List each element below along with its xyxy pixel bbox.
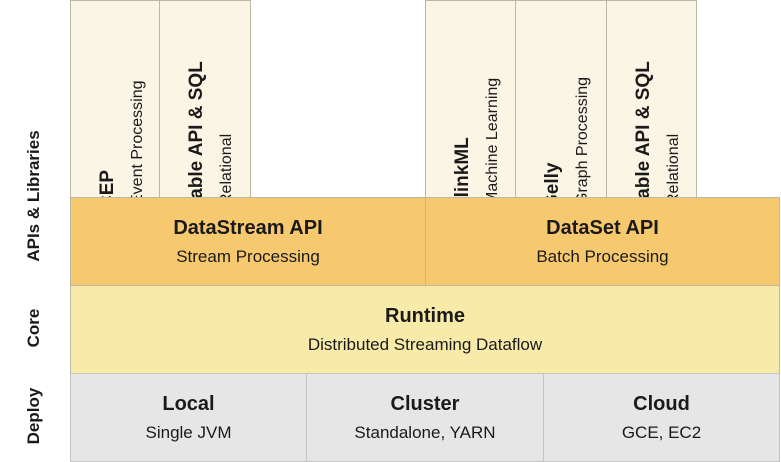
datastream-api-box: DataStream API Stream Processing	[70, 197, 426, 286]
datastream-api-subtitle: Stream Processing	[176, 246, 320, 266]
library-cep: CEP Event Processing	[70, 0, 160, 209]
library-gelly: Gelly Graph Processing	[515, 0, 607, 209]
library-title: Table API & SQL	[186, 61, 207, 209]
dataset-api-box: DataSet API Batch Processing	[425, 197, 780, 286]
datastream-api-title: DataStream API	[173, 216, 323, 239]
deploy-local-box: Local Single JVM	[70, 373, 307, 462]
library-table-api-sql-batch: Table API & SQL Relational	[606, 0, 697, 209]
dataset-api-title: DataSet API	[546, 216, 659, 239]
side-label-core: Core	[24, 308, 43, 348]
deploy-cluster-box: Cluster Standalone, YARN	[306, 373, 544, 462]
library-subtitle: Graph Processing	[574, 76, 591, 205]
side-label-apis-libraries: APIs & Libraries	[24, 130, 43, 262]
runtime-subtitle: Distributed Streaming Dataflow	[307, 334, 543, 354]
deploy-local-title: Local	[162, 392, 215, 415]
deploy-cluster-title: Cluster	[390, 392, 460, 415]
runtime-box: Runtime Distributed Streaming Dataflow	[70, 285, 780, 374]
dataset-api-subtitle: Batch Processing	[536, 246, 669, 266]
library-subtitle: Relational	[665, 133, 682, 205]
library-subtitle: Machine Learning	[484, 77, 501, 205]
deploy-cluster-subtitle: Standalone, YARN	[354, 422, 496, 442]
deploy-cloud-title: Cloud	[633, 392, 690, 415]
library-table-api-sql-stream: Table API & SQL Relational	[159, 0, 251, 209]
library-subtitle: Relational	[218, 133, 235, 205]
library-subtitle: Event Processing	[129, 80, 146, 205]
deploy-cloud-box: Cloud GCE, EC2	[543, 373, 780, 462]
deploy-local-subtitle: Single JVM	[145, 422, 232, 442]
deploy-cloud-subtitle: GCE, EC2	[621, 422, 702, 442]
side-label-deploy: Deploy	[24, 387, 43, 445]
runtime-title: Runtime	[385, 304, 465, 327]
library-title: Table API & SQL	[633, 61, 654, 209]
library-flinkml: FlinkML Machine Learning	[425, 0, 516, 209]
